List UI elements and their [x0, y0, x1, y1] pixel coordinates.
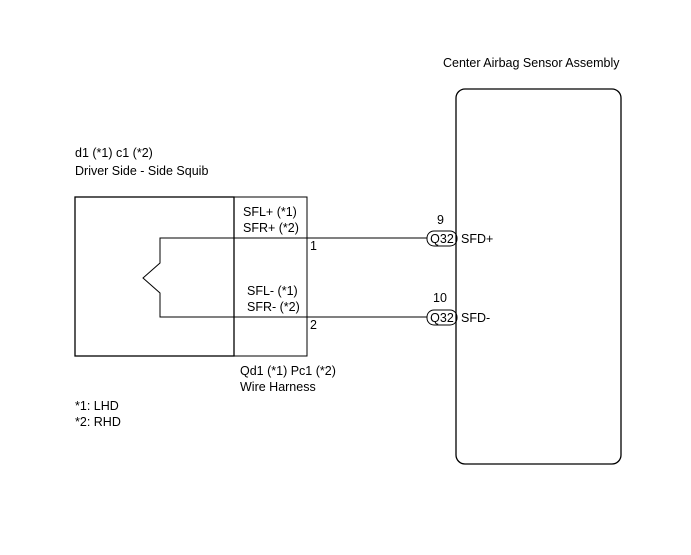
- ecu-pin-10: 10: [433, 291, 447, 305]
- squib-internal-wiring: [142, 237, 308, 318]
- connector-q32-bottom-label: Q32: [430, 311, 454, 325]
- harness-pin-2: 2: [310, 318, 317, 332]
- assembly-title: Center Airbag Sensor Assembly: [443, 56, 620, 70]
- note-lhd: *1: LHD: [75, 399, 119, 413]
- terminal-sfd-minus: SFD-: [461, 311, 490, 325]
- connector-q32-top: [426, 230, 458, 247]
- connector-q32-bottom: [426, 309, 458, 326]
- harness-code-label: Qd1 (*1) Pc1 (*2): [240, 364, 336, 378]
- terminal-label-sfr-plus: SFR+ (*2): [243, 221, 299, 235]
- squib-name-label: Driver Side - Side Squib: [75, 164, 208, 178]
- terminal-sfd-plus: SFD+: [461, 232, 493, 246]
- terminal-label-sfr-minus: SFR- (*2): [247, 300, 300, 314]
- harness-connector-box: [233, 196, 308, 357]
- airbag-sensor-assembly-box: [455, 88, 622, 465]
- connector-q32-top-label: Q32: [430, 232, 454, 246]
- terminal-label-sfl-minus: SFL- (*1): [247, 284, 298, 298]
- squib-component-box: [74, 196, 235, 357]
- squib-code-label: d1 (*1) c1 (*2): [75, 146, 153, 160]
- note-rhd: *2: RHD: [75, 415, 121, 429]
- ecu-pin-9: 9: [437, 213, 444, 227]
- terminal-label-sfl-plus: SFL+ (*1): [243, 205, 297, 219]
- harness-pin-1: 1: [310, 239, 317, 253]
- harness-name-label: Wire Harness: [240, 380, 316, 394]
